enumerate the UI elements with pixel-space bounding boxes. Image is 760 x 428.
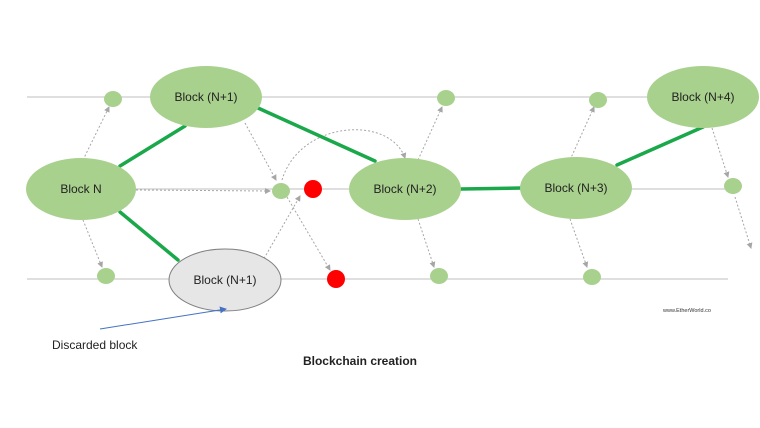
arrow-topn1-to-middle-dot bbox=[244, 122, 277, 181]
discarded-caption: Discarded block bbox=[52, 338, 138, 352]
link-blockn2-to-blockn3 bbox=[459, 186, 524, 191]
node-dot bbox=[272, 183, 290, 199]
arrow-blockn-to-middle-dot bbox=[135, 187, 271, 194]
arrow-blockn2-to-top-dot bbox=[417, 106, 443, 161]
node-dot bbox=[437, 90, 455, 106]
node-dot bbox=[589, 92, 607, 108]
arrow-discarded-to-middle-dot bbox=[261, 195, 301, 263]
block-n1-discarded-label: Block (N+1) bbox=[193, 273, 256, 287]
arrow-right-dot-downward bbox=[734, 196, 753, 249]
arrow-curve-to-blockn2 bbox=[281, 129, 407, 181]
link-blockn-to-discarded bbox=[118, 210, 180, 262]
orphan-dot bbox=[304, 180, 322, 198]
diagram-title: Blockchain creation bbox=[303, 354, 417, 368]
arrow-blockn2-to-bottom-dot bbox=[417, 218, 436, 268]
arrow-middle-dot-to-red-dot bbox=[286, 196, 331, 271]
block-n1-discarded: Block (N+1) bbox=[168, 248, 282, 312]
link-blockn-to-topn1 bbox=[118, 124, 187, 168]
node-dot bbox=[104, 91, 122, 107]
arrow-blockn-to-top-dot bbox=[82, 106, 110, 161]
block-n3-label: Block (N+3) bbox=[544, 181, 607, 195]
block-n1-top-label: Block (N+1) bbox=[174, 90, 237, 104]
block-n-label: Block N bbox=[60, 182, 101, 196]
node-dot bbox=[724, 178, 742, 194]
watermark-text: www.EtherWorld.co bbox=[662, 308, 711, 314]
node-dot bbox=[97, 268, 115, 284]
block-n4-label: Block (N+4) bbox=[671, 90, 734, 104]
orphan-dot bbox=[327, 270, 345, 288]
node-dots bbox=[97, 90, 742, 285]
node-dot bbox=[430, 268, 448, 284]
orphan-dots bbox=[304, 180, 345, 288]
block-n4: Block (N+4) bbox=[647, 66, 759, 128]
propagation-arrows bbox=[82, 106, 753, 271]
block-n: Block N bbox=[26, 158, 136, 220]
block-n2-label: Block (N+2) bbox=[373, 182, 436, 196]
link-topn1-to-blockn2 bbox=[256, 106, 377, 163]
link-blockn3-to-blockn4 bbox=[615, 125, 705, 167]
node-dot bbox=[583, 269, 601, 285]
arrow-blockn-to-bottom-dot bbox=[82, 219, 103, 268]
block-n2: Block (N+2) bbox=[349, 158, 461, 220]
block-n3: Block (N+3) bbox=[520, 157, 632, 219]
discarded-caption-arrow bbox=[99, 306, 227, 330]
arrow-blockn3-to-bottom-dot bbox=[569, 218, 589, 268]
arrow-blockn4-to-right-dot bbox=[711, 127, 730, 178]
arrow-blockn3-to-top-dot bbox=[569, 106, 595, 161]
chain-links bbox=[118, 106, 705, 262]
block-n1-top: Block (N+1) bbox=[150, 66, 262, 128]
